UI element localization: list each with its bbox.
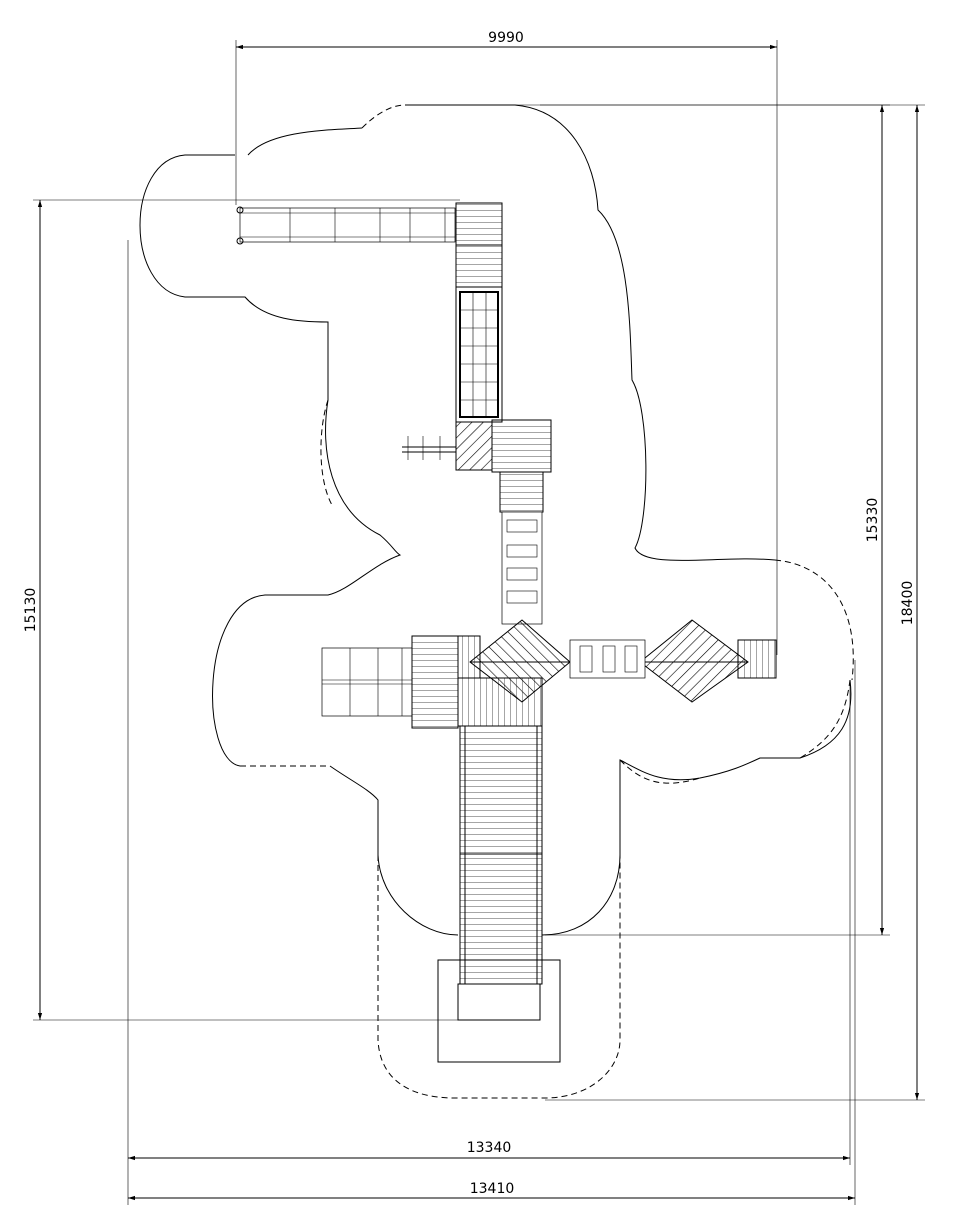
slide-exit-zone [437,959,561,1063]
safety-zone-outline [139,104,854,1099]
center-vertical-crawl [501,511,543,625]
side-ladder [402,436,456,460]
left-bridge [321,647,413,717]
right-roof [639,619,749,703]
dimension-label-top: 9990 [488,30,524,46]
dimension-label-right-inner: 15330 [865,498,881,543]
dimension-top-width: 9990 [235,30,778,655]
left-deck [411,635,543,729]
bottom-long-ramp [459,725,543,985]
dimension-label-left: 15130 [23,588,39,633]
top-horizontal-bridge [236,206,456,245]
dimension-bottom-inner-width: 13340 [127,240,851,1205]
right-end-platform [737,639,777,679]
dimension-label-right-outer: 18400 [900,581,916,626]
dimension-right-outer-height: 18400 [540,104,925,1101]
dimension-bottom-outer-width: 13410 [128,660,856,1205]
horizontal-crawl [569,639,646,679]
dimension-label-bottom-outer: 13410 [470,1181,515,1197]
top-tower [455,202,552,513]
dimension-label-bottom-inner: 13340 [467,1140,512,1156]
dimension-left-height: 15130 [23,199,460,1021]
